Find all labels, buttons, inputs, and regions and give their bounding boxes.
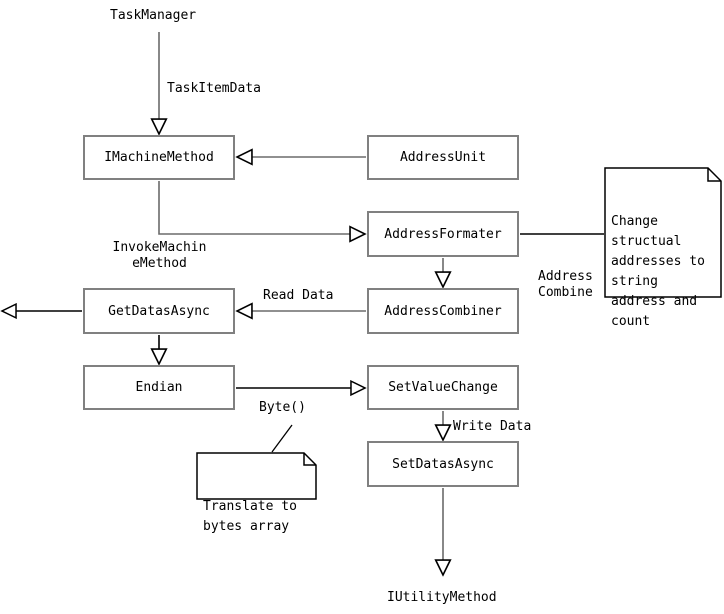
edge-label-invokemachinemethod: InvokeMachin eMethod [112,240,207,271]
edge-label-byte: Byte() [259,400,306,415]
node-getdatasasync[interactable]: GetDatasAsync [83,288,235,334]
node-addressunit[interactable]: AddressUnit [367,135,519,180]
note-translate-text: Translate to bytes array [203,499,297,534]
node-setvaluechange[interactable]: SetValueChange [367,365,519,410]
node-imachinemethod[interactable]: IMachineMethod [83,135,235,180]
node-addressformater[interactable]: AddressFormater [367,211,519,257]
edge-label-addresscombine: Address Combine [538,269,593,300]
node-setdatasasync[interactable]: SetDatasAsync [367,441,519,487]
edge-label-readdata: Read Data [263,288,334,303]
endpoint-label-iutilitymethod: IUtilityMethod [387,590,497,605]
node-addresscombiner[interactable]: AddressCombiner [367,288,519,334]
node-endian[interactable]: Endian [83,365,235,410]
note-address-text: Change structual addresses to string add… [611,214,705,329]
edge-note-translate-connector [271,424,293,453]
note-address-description: Change structual addresses to string add… [604,167,722,329]
edge-label-writedata: Write Data [453,419,532,434]
note-shape-icon [196,452,317,500]
edge-imachinemethod-to-addressformater [158,181,365,234]
note-shape-icon [604,167,722,298]
edge-label-taskitemdata: TaskItemData [167,81,261,96]
endpoint-label-taskmanager: TaskManager [110,8,197,23]
note-translate-description: Translate to bytes array [196,452,317,534]
